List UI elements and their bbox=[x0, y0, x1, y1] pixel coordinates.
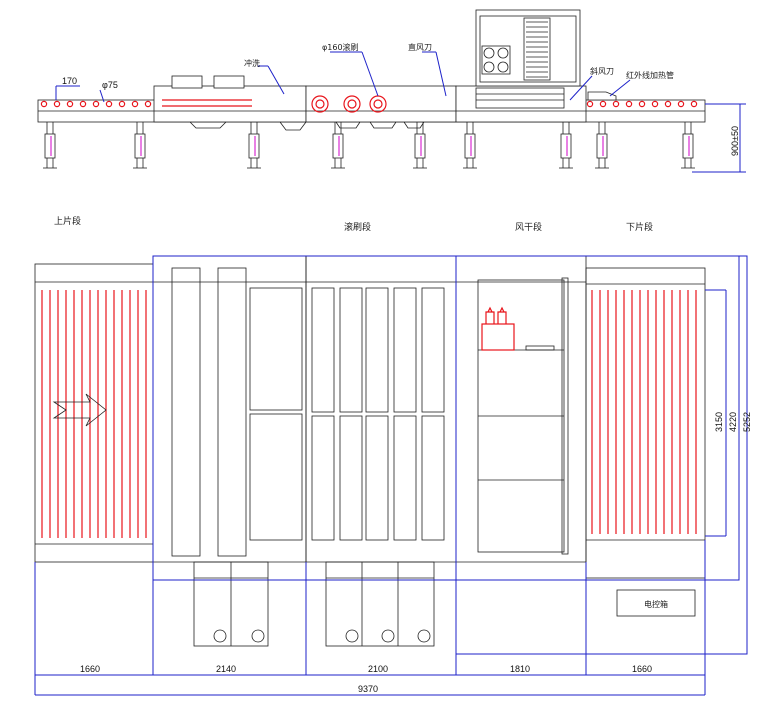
loading-rollers bbox=[41, 290, 147, 538]
brush-panel-bottom bbox=[393, 415, 417, 541]
rinse-hood-1 bbox=[171, 75, 203, 89]
brush-panel-bottom bbox=[311, 415, 335, 541]
dry-frame bbox=[455, 255, 587, 581]
section-drying-title: 风干段 bbox=[515, 221, 542, 233]
dim-segment-4: 1810 bbox=[510, 664, 530, 674]
blower-motor bbox=[481, 323, 515, 351]
unloading-rollers bbox=[591, 290, 697, 534]
elevation-view: 170 φ75 冲洗 φ160滚刷 直风刀 斜风刀 红外线加热管 900±50 bbox=[37, 9, 746, 173]
loading-frame bbox=[34, 263, 154, 563]
conveyor-roller bbox=[66, 100, 74, 108]
conveyor-roller bbox=[638, 100, 646, 108]
brush-panel-top bbox=[339, 287, 363, 413]
brush-tanks bbox=[325, 561, 435, 647]
conveyor-roller bbox=[144, 100, 152, 108]
leg-adjuster bbox=[44, 133, 56, 159]
leg-adjuster bbox=[682, 133, 694, 159]
ir-heater bbox=[587, 91, 617, 101]
drain-hoppers bbox=[189, 121, 425, 131]
control-cabinet-label: 电控箱 bbox=[644, 599, 668, 609]
unloading-frame bbox=[585, 267, 706, 579]
dim-segment-3: 2100 bbox=[368, 664, 388, 674]
conveyor-roller bbox=[664, 100, 672, 108]
conveyor-roller bbox=[131, 100, 139, 108]
conveyor-roller bbox=[690, 100, 698, 108]
dim-total-length: 9370 bbox=[358, 684, 378, 694]
rinse-hood-2 bbox=[213, 75, 245, 89]
leader-lines bbox=[55, 51, 746, 173]
brush-panel-bottom bbox=[339, 415, 363, 541]
brush-frame bbox=[305, 255, 457, 581]
brush-panel-bottom bbox=[365, 415, 389, 541]
dim-segment-5: 1660 bbox=[632, 664, 652, 674]
rinse-panel-top bbox=[249, 287, 303, 411]
brush-label: φ160滚刷 bbox=[322, 42, 359, 52]
rinse-label: 冲洗 bbox=[244, 58, 260, 68]
pitch-label: 170 bbox=[62, 76, 77, 86]
conveyor-roller bbox=[599, 100, 607, 108]
conveyor-roller bbox=[651, 100, 659, 108]
conveyor-roller bbox=[79, 100, 87, 108]
support-legs bbox=[43, 122, 695, 169]
plan-dimension-lines bbox=[34, 255, 748, 696]
brush-panel-top bbox=[421, 287, 445, 413]
conveyor-roller bbox=[625, 100, 633, 108]
brush-module bbox=[305, 85, 457, 123]
flow-direction-arrow bbox=[52, 393, 107, 427]
conveyor-roller bbox=[105, 100, 113, 108]
conveyor-roller bbox=[53, 100, 61, 108]
dim-right-2: 4220 bbox=[728, 412, 738, 432]
leg-adjuster bbox=[464, 133, 476, 159]
conveyor-roller bbox=[40, 100, 48, 108]
rinse-module bbox=[153, 85, 307, 123]
conveyor-roller bbox=[92, 100, 100, 108]
dim-right-1: 3150 bbox=[714, 412, 724, 432]
ir-heater-label: 红外线加热管 bbox=[626, 70, 674, 80]
roller-diameter-label: φ75 bbox=[102, 80, 118, 90]
leg-adjuster bbox=[134, 133, 146, 159]
oblique-air-knife-label: 斜风刀 bbox=[590, 66, 614, 76]
air-chamber bbox=[475, 87, 565, 109]
rinse-panel-bottom bbox=[249, 413, 303, 541]
rinse-frame bbox=[152, 255, 307, 581]
brush-panel-top bbox=[311, 287, 335, 413]
conveyor-roller bbox=[586, 100, 594, 108]
control-cabinet bbox=[616, 589, 696, 617]
rinse-bar-1 bbox=[171, 267, 201, 557]
brush-panels bbox=[311, 287, 445, 541]
dim-segment-1: 1660 bbox=[80, 664, 100, 674]
straight-air-knife-label: 直风刀 bbox=[408, 42, 432, 52]
conveyor-roller bbox=[118, 100, 126, 108]
dim-segment-2: 2140 bbox=[216, 664, 236, 674]
leg-adjuster bbox=[332, 133, 344, 159]
conveyor-roller bbox=[612, 100, 620, 108]
rinse-tanks bbox=[193, 561, 269, 647]
plan-view: 电控箱 bbox=[34, 255, 752, 696]
blower-unit bbox=[475, 9, 581, 87]
rinse-spray-bars bbox=[162, 99, 252, 107]
leg-adjuster bbox=[596, 133, 608, 159]
conveyor-roller bbox=[677, 100, 685, 108]
height-dimension: 900±50 bbox=[730, 126, 740, 156]
section-unloading-title: 下片段 bbox=[626, 221, 653, 233]
brush-panel-bottom bbox=[421, 415, 445, 541]
dim-right-3: 5252 bbox=[742, 412, 752, 432]
section-loading-title: 上片段 bbox=[54, 215, 81, 227]
brush-panel-top bbox=[393, 287, 417, 413]
leg-adjuster bbox=[560, 133, 572, 159]
rinse-bar-2 bbox=[217, 267, 247, 557]
section-brushing-title: 滚刷段 bbox=[344, 221, 371, 233]
leg-adjuster bbox=[414, 133, 426, 159]
leg-adjuster bbox=[248, 133, 260, 159]
brush-panel-top bbox=[365, 287, 389, 413]
